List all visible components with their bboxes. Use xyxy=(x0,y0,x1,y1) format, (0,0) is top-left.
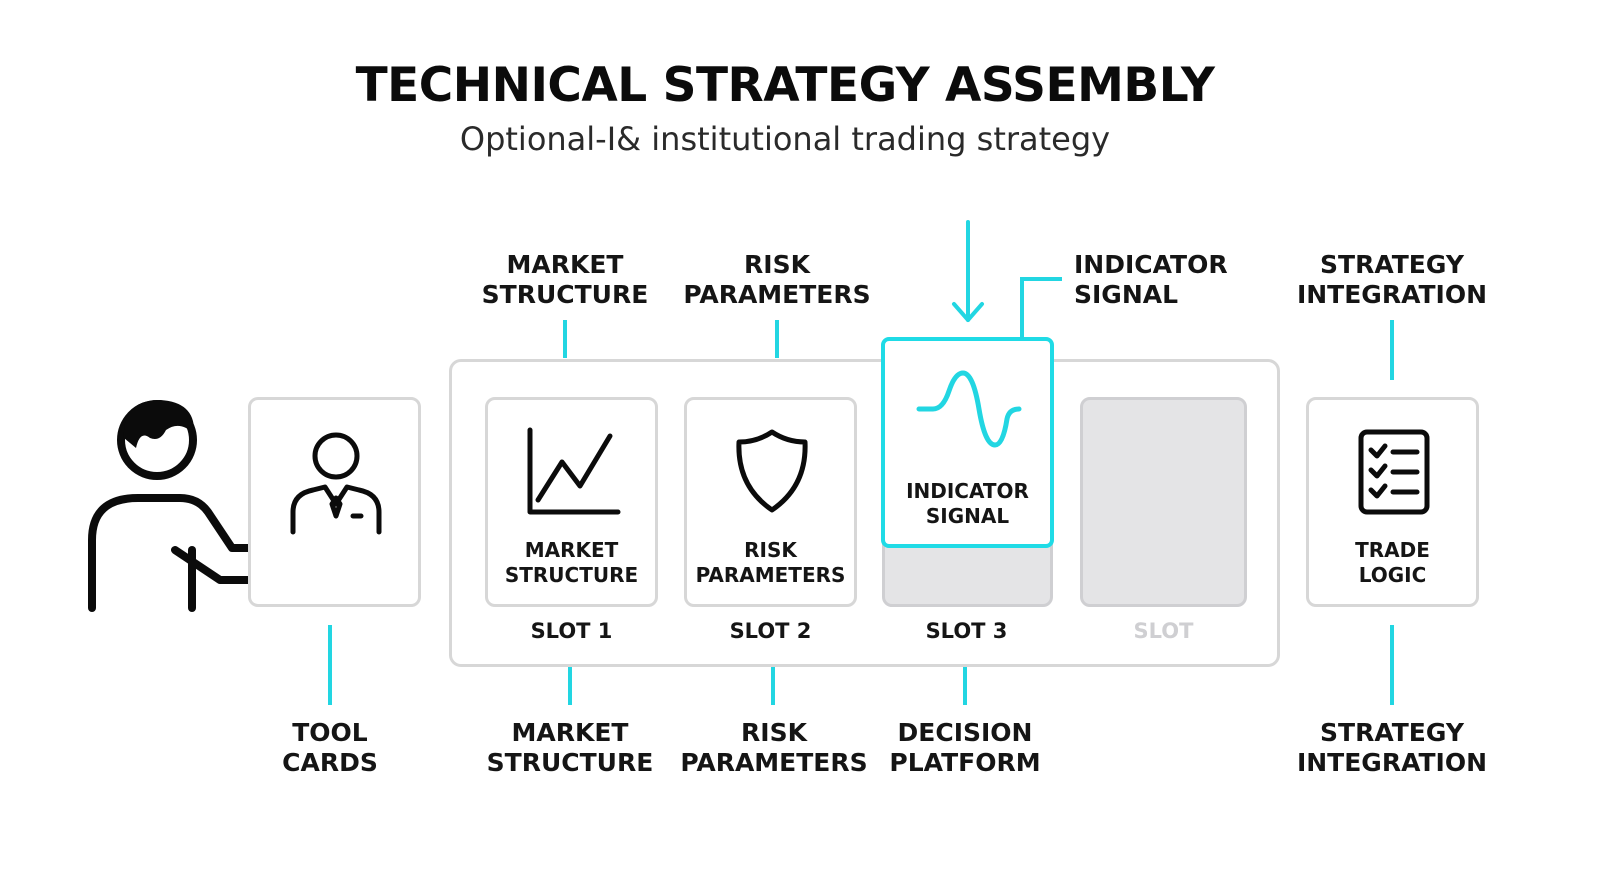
shield-icon xyxy=(736,429,808,513)
top-label-strategy-integration: STRATEGY INTEGRATION xyxy=(1296,250,1488,309)
connector-bottom-tool-cards xyxy=(328,625,332,705)
bottom-label-risk-parameters: RISK PARAMETERS xyxy=(680,718,868,777)
slot-4-empty[interactable] xyxy=(1080,397,1247,607)
wave-signal-icon xyxy=(916,370,1022,448)
slot-2-label: RISK PARAMETERS xyxy=(695,538,846,587)
slot-1-number: SLOT 1 xyxy=(530,619,613,643)
connector-indicator-vertical xyxy=(1020,277,1024,339)
advisor-icon xyxy=(290,432,382,535)
connector-top-market-structure xyxy=(563,320,567,358)
slot-3-card[interactable]: INDICATOR SIGNAL xyxy=(881,337,1054,548)
trade-logic-card[interactable]: TRADE LOGIC xyxy=(1306,397,1479,607)
bottom-label-tool-cards: TOOL CARDS xyxy=(282,718,378,777)
top-label-market-structure: MARKET STRUCTURE xyxy=(481,250,649,309)
bottom-label-strategy-integration: STRATEGY INTEGRATION xyxy=(1296,718,1488,777)
slot-2-number: SLOT 2 xyxy=(729,619,812,643)
arrow-down-icon xyxy=(952,220,984,322)
line-chart-icon xyxy=(527,427,621,515)
page-subtitle: Optional-I& institutional trading strate… xyxy=(459,120,1111,158)
top-label-risk-parameters: RISK PARAMETERS xyxy=(683,250,871,309)
slot-3-label: INDICATOR SIGNAL xyxy=(906,479,1029,528)
bottom-label-decision-platform: DECISION PLATFORM xyxy=(889,718,1041,777)
connector-indicator-horizontal xyxy=(1020,277,1062,281)
connector-bottom-decision-platform xyxy=(963,667,967,705)
slot-4-number: SLOT xyxy=(1133,619,1194,643)
connector-bottom-market-structure xyxy=(568,667,572,705)
top-label-indicator-signal: INDICATOR SIGNAL xyxy=(1074,250,1228,309)
connector-top-strategy-integration xyxy=(1390,320,1394,380)
tool-card[interactable] xyxy=(248,397,421,607)
page-title: TECHNICAL STRATEGY ASSEMBLY xyxy=(355,58,1215,113)
trade-logic-label: TRADE LOGIC xyxy=(1355,538,1430,587)
slot-1-label: MARKET STRUCTURE xyxy=(504,538,639,587)
slot-1-card[interactable]: MARKET STRUCTURE xyxy=(485,397,658,607)
connector-bottom-strategy-integration xyxy=(1390,625,1394,705)
connector-bottom-risk-parameters xyxy=(771,667,775,705)
bottom-label-market-structure: MARKET STRUCTURE xyxy=(486,718,654,777)
slot-2-card[interactable]: RISK PARAMETERS xyxy=(684,397,857,607)
slot-3-number: SLOT 3 xyxy=(925,619,1008,643)
connector-top-risk-parameters xyxy=(775,320,779,358)
checklist-icon xyxy=(1358,429,1430,515)
